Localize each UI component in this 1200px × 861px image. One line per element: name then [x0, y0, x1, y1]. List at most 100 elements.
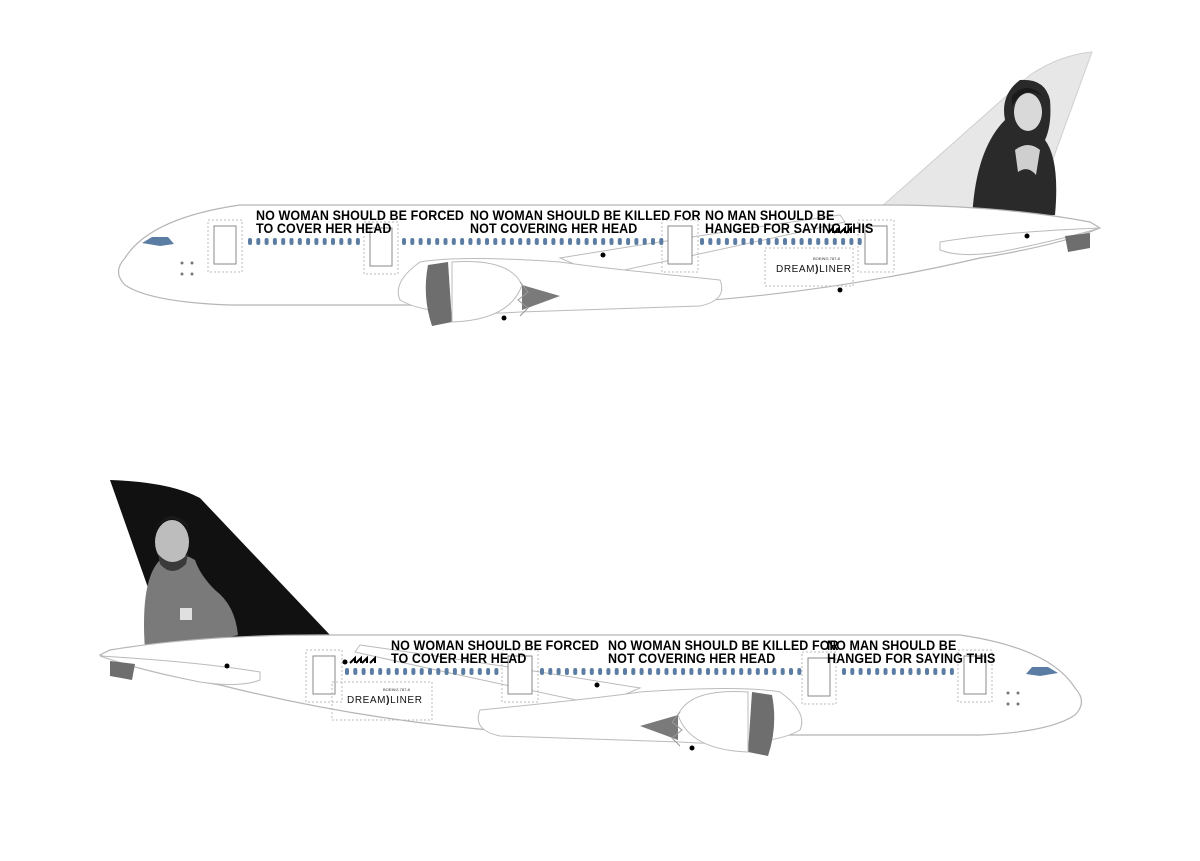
- slogan-line: NO WOMAN SHOULD BE KILLED FOR: [470, 207, 701, 224]
- cabin-window: [783, 238, 787, 245]
- cabin-window: [706, 668, 710, 675]
- cabin-window: [581, 668, 586, 675]
- slogan-line: NO WOMAN SHOULD BE FORCED: [256, 207, 465, 224]
- cabin-window: [614, 668, 619, 675]
- cabin-window: [281, 238, 286, 245]
- cabin-window: [799, 238, 804, 245]
- cabin-window: [651, 238, 655, 245]
- cabin-window: [426, 238, 431, 245]
- cabin-window: [436, 668, 441, 675]
- cabin-window: [700, 238, 704, 245]
- cabin-window: [526, 238, 531, 245]
- cabin-window: [797, 668, 802, 675]
- cabin-window: [559, 238, 564, 245]
- cabin-window: [623, 668, 627, 675]
- cabin-window: [435, 238, 440, 245]
- cabin-window: [248, 238, 252, 245]
- cabin-window: [866, 668, 871, 675]
- slogan-line: NO WOMAN SHOULD BE FORCED: [391, 637, 600, 654]
- cabin-window: [369, 668, 374, 675]
- slogan-2: NO WOMAN SHOULD BE KILLED FOR NOT COVERI…: [608, 639, 839, 666]
- cabin-window: [900, 668, 905, 675]
- cabin-window: [306, 238, 311, 245]
- cabin-window: [573, 668, 578, 675]
- cabin-window: [609, 238, 614, 245]
- cabin-window: [941, 668, 946, 675]
- cabin-window: [791, 238, 796, 245]
- cabin-window: [722, 668, 727, 675]
- cabin-window: [724, 238, 729, 245]
- brand-mark-icon: ): [815, 264, 820, 275]
- cabin-window: [875, 668, 880, 675]
- cabin-window: [716, 238, 721, 245]
- cabin-window: [345, 668, 349, 675]
- cabin-window: [564, 668, 569, 675]
- cabin-window: [402, 238, 406, 245]
- slogan-line: NOT COVERING HER HEAD: [470, 221, 638, 237]
- cabin-window: [355, 238, 360, 245]
- cabin-window: [353, 668, 358, 675]
- cabin-window: [606, 668, 611, 675]
- cabin-window: [916, 668, 921, 675]
- cabin-window: [289, 238, 294, 245]
- slogan-3: NO MAN SHOULD BE HANGED FOR SAYING THIS: [827, 637, 995, 666]
- cabin-window: [386, 668, 391, 675]
- brand-right: LINER: [819, 264, 852, 275]
- cabin-window: [647, 668, 652, 675]
- cabin-window: [418, 238, 423, 245]
- cockpit-window: [142, 237, 174, 246]
- cabin-window: [428, 668, 432, 675]
- cabin-window: [485, 238, 489, 245]
- cabin-window: [256, 238, 261, 245]
- cabin-window: [747, 668, 752, 675]
- cabin-window: [664, 668, 669, 675]
- cabin-window: [908, 668, 913, 675]
- cabin-window: [697, 668, 702, 675]
- cabin-window: [461, 668, 466, 675]
- slogan-line: NO MAN SHOULD BE: [827, 637, 957, 654]
- cabin-window: [403, 668, 408, 675]
- cabin-window: [592, 238, 597, 245]
- brand-right: LINER: [390, 695, 423, 706]
- slogan-line: HANGED FOR SAYING THIS: [705, 221, 874, 237]
- cabin-window: [774, 238, 779, 245]
- cabin-window: [411, 668, 416, 675]
- cabin-window: [494, 668, 499, 675]
- cabin-window: [568, 238, 572, 245]
- dreamliner-logo: DREAM)LINER: [776, 264, 852, 275]
- cabin-window: [850, 668, 855, 675]
- cabin-window: [659, 238, 664, 245]
- cabin-window: [486, 668, 491, 675]
- cabin-window: [634, 238, 639, 245]
- cabin-window: [347, 238, 352, 245]
- slogan-line: NO MAN SHOULD BE: [705, 207, 835, 224]
- bottom-airplane-drawing: [98, 480, 1083, 756]
- aircraft-model: BOEING 787-8: [383, 687, 410, 692]
- cabin-window: [339, 238, 344, 245]
- cabin-window: [419, 668, 424, 675]
- slogan-line: TO COVER HER HEAD: [391, 651, 527, 667]
- cabin-window: [772, 668, 777, 675]
- cabin-window: [639, 668, 644, 675]
- cabin-window: [509, 238, 514, 245]
- cabin-window: [493, 238, 498, 245]
- cabin-window: [469, 668, 474, 675]
- cabin-window: [501, 238, 506, 245]
- cabin-window: [314, 238, 319, 245]
- cabin-window: [689, 668, 694, 675]
- cabin-windows: [248, 238, 862, 245]
- cabin-window: [543, 238, 548, 245]
- cabin-window: [443, 238, 448, 245]
- cabin-window: [933, 668, 938, 675]
- cabin-window: [451, 238, 456, 245]
- engine: [397, 258, 723, 326]
- cabin-window: [755, 668, 760, 675]
- cabin-window: [891, 668, 896, 675]
- cabin-window: [642, 238, 647, 245]
- cabin-window: [841, 238, 846, 245]
- cabin-window: [297, 238, 302, 245]
- cabin-window: [410, 238, 415, 245]
- cabin-window: [272, 238, 277, 245]
- cabin-window: [476, 238, 481, 245]
- cabin-window: [708, 238, 713, 245]
